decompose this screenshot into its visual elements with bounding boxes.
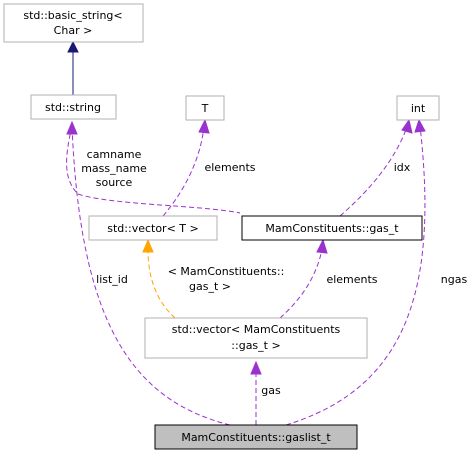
node-gas-t[interactable]: MamConstituents::gas_t: [241, 215, 423, 241]
edge-label-template-line2: gas_t >: [189, 280, 231, 293]
node-vector-gas[interactable]: std::vector< MamConstituents ::gas_t >: [144, 317, 368, 359]
edge-string-to-gaslist: list_id: [71, 125, 231, 426]
node-string-label: std::string: [45, 101, 101, 114]
node-T-label: T: [201, 102, 209, 115]
edge-label-elements-T: elements: [204, 161, 255, 174]
node-int[interactable]: int: [396, 95, 440, 121]
edge-int-to-gas-t: idx: [339, 118, 413, 217]
edge-label-camname: camname: [87, 148, 142, 161]
node-vector-gas-line2: ::gas_t >: [231, 339, 280, 352]
edge-T-to-vector-T: elements: [162, 118, 256, 217]
edge-int-to-gaslist: ngas: [285, 118, 468, 426]
edge-label-gas: gas: [261, 384, 281, 397]
edge-label-mass-name: mass_name: [81, 162, 147, 175]
edge-label-source: source: [96, 176, 133, 189]
edge-vector-T-to-vector-gas: < MamConstituents:: gas_t >: [142, 238, 285, 319]
edge-basic-string-to-string: [67, 40, 79, 95]
node-string[interactable]: std::string: [30, 94, 117, 120]
node-gas-t-label: MamConstituents::gas_t: [265, 222, 399, 235]
edge-label-idx: idx: [394, 161, 411, 174]
node-basic-string[interactable]: std::basic_string< Char >: [3, 3, 144, 43]
edge-label-elements-gas: elements: [326, 273, 377, 286]
node-vector-T-label: std::vector< T >: [107, 222, 198, 235]
edge-label-list-id: list_id: [96, 273, 128, 286]
node-vector-T[interactable]: std::vector< T >: [88, 215, 218, 241]
edge-label-template-line1: < MamConstituents::: [168, 265, 285, 278]
node-basic-string-line1: std::basic_string<: [23, 9, 122, 22]
node-int-label: int: [411, 102, 426, 115]
edge-string-to-gas-t: camname mass_name source: [66, 120, 241, 214]
node-gaslist[interactable]: MamConstituents::gaslist_t: [154, 424, 358, 450]
node-vector-gas-line1: std::vector< MamConstituents: [172, 323, 341, 336]
edge-gas-t-to-vector-gas: elements: [279, 238, 378, 319]
edge-vector-gas-to-gaslist: gas: [250, 360, 281, 425]
edge-label-ngas: ngas: [441, 273, 468, 286]
node-T[interactable]: T: [185, 95, 225, 121]
node-gaslist-label: MamConstituents::gaslist_t: [181, 431, 331, 444]
node-basic-string-line2: Char >: [54, 24, 93, 37]
